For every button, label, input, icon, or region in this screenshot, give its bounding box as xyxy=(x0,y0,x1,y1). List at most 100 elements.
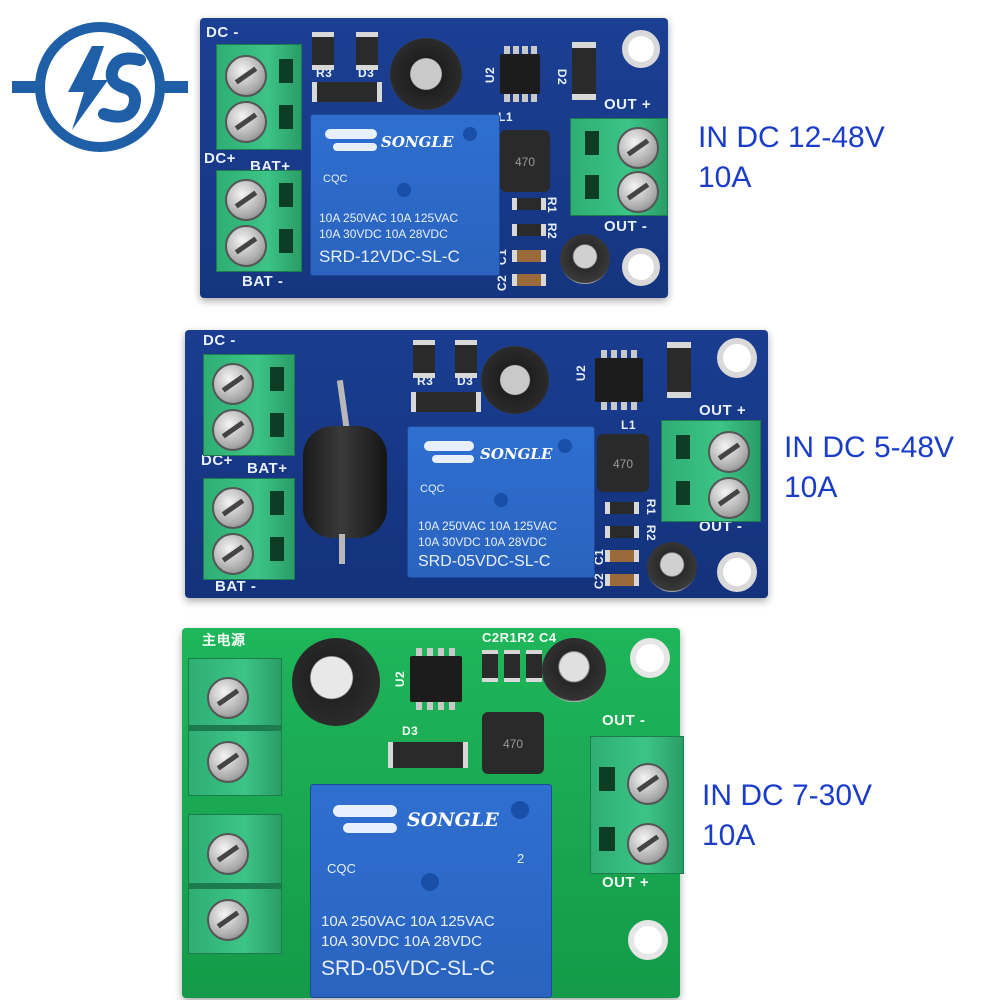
capacitor-output xyxy=(560,234,610,284)
relay-model: SRD-05VDC-SL-C xyxy=(418,553,551,570)
label-bat-minus: BAT - xyxy=(215,578,257,595)
wire-slot xyxy=(270,413,284,437)
resistor-r2 xyxy=(512,224,546,236)
spec-top: IN DC 12-48V 10A xyxy=(698,118,885,198)
label-dc-minus: DC - xyxy=(206,24,239,41)
relay-board-middle: DC - DC+ BAT+ BAT - OUT + OUT - R3 D3 U2… xyxy=(185,330,768,598)
relay-dot xyxy=(463,127,477,141)
wire-slot xyxy=(599,767,615,791)
screw-icon xyxy=(212,409,254,451)
screw-icon xyxy=(212,533,254,575)
relay-cqc: CQC xyxy=(327,861,356,876)
screw-icon xyxy=(225,101,267,143)
label-out-minus: OUT - xyxy=(699,518,743,535)
terminal-block-out[interactable] xyxy=(661,420,761,522)
resistor-r2 xyxy=(605,526,639,538)
relay-brand: SONGLE xyxy=(381,133,454,151)
relay-model: SRD-12VDC-SL-C xyxy=(319,247,460,266)
diode-d2 xyxy=(572,42,596,100)
inductor-l1: 470 xyxy=(500,130,550,192)
label-d3: D3 xyxy=(402,724,419,738)
wire-slot xyxy=(270,537,284,561)
label-c2: C2 xyxy=(495,274,510,292)
screw-icon xyxy=(225,179,267,221)
label-u2: U2 xyxy=(483,66,498,84)
relay-dot xyxy=(421,873,439,891)
relay-brand: SONGLE xyxy=(480,445,553,463)
diode-d3 xyxy=(312,82,382,102)
diode-d2 xyxy=(667,342,691,398)
capacitor-c2 xyxy=(512,274,546,286)
label-out-plus: OUT + xyxy=(602,874,650,891)
label-out-minus: OUT - xyxy=(604,218,648,235)
terminal-block-bat[interactable] xyxy=(188,814,282,954)
terminal-block-bat[interactable] xyxy=(203,478,295,580)
inductor-l1: 470 xyxy=(597,434,649,492)
mounting-hole xyxy=(717,552,757,592)
relay-board-bottom: 主电源 C2R1R2 C4 OUT - OUT + D3 U2 470 SONG… xyxy=(182,628,684,998)
mounting-hole xyxy=(628,920,668,960)
wire-slot xyxy=(270,367,284,391)
screw-icon xyxy=(708,477,750,519)
capacitor-output xyxy=(542,638,606,702)
inductor-marking: 470 xyxy=(514,154,536,169)
screw-icon xyxy=(212,363,254,405)
label-r2: R2 xyxy=(644,524,659,542)
spec-current: 10A xyxy=(698,161,752,194)
terminal-block-main[interactable] xyxy=(188,658,282,796)
mounting-hole xyxy=(630,638,670,678)
screw-icon xyxy=(207,833,249,875)
resistor-r3 xyxy=(312,32,334,70)
relay-board-top: DC - DC+ BAT+ BAT - OUT + OUT - R3 D3 U2… xyxy=(200,18,668,298)
label-out-plus: OUT + xyxy=(604,96,652,113)
screw-icon xyxy=(627,823,669,865)
capacitor-output xyxy=(647,542,697,592)
resistor-r1 xyxy=(512,198,546,210)
relay: SONGLE CQC 10A 250VAC 10A 125VAC 10A 30V… xyxy=(310,114,500,276)
relay-rating-line2: 10A 30VDC 10A 28VDC xyxy=(319,227,448,241)
screw-icon xyxy=(207,741,249,783)
wire-slot xyxy=(676,481,690,505)
terminal-block-out[interactable] xyxy=(590,736,684,874)
label-out-plus: OUT + xyxy=(699,402,747,419)
relay-dot xyxy=(511,801,529,819)
relay-dot xyxy=(494,493,508,507)
inductor-marking: 470 xyxy=(612,457,634,472)
label-dc-plus: DC+ xyxy=(201,452,233,469)
terminal-block-out[interactable] xyxy=(570,118,668,216)
label-dc-minus: DC - xyxy=(203,332,236,349)
terminal-block-bat[interactable] xyxy=(216,170,302,272)
inductor-l1: 470 xyxy=(482,712,544,774)
label-l1: L1 xyxy=(498,110,514,124)
terminal-block-dc[interactable] xyxy=(216,44,302,150)
diode-lead xyxy=(339,534,345,564)
label-d2: D2 xyxy=(555,68,570,86)
relay-rating-line2: 10A 30VDC 10A 28VDC xyxy=(321,933,482,950)
label-dc-plus: DC+ xyxy=(204,150,236,167)
relay-cqc: CQC xyxy=(323,173,348,185)
resistor-r3 xyxy=(413,340,435,378)
screw-icon xyxy=(225,225,267,267)
led-d3 xyxy=(356,32,378,70)
spec-bottom: IN DC 7-30V 10A xyxy=(702,776,872,856)
label-out-minus: OUT - xyxy=(602,712,646,729)
spec-voltage: IN DC 7-30V xyxy=(702,779,873,812)
label-bat-minus: BAT - xyxy=(242,273,284,290)
diode-d3 xyxy=(388,742,468,768)
resistor-r1 xyxy=(605,502,639,514)
mounting-hole xyxy=(717,338,757,378)
terminal-block-dc[interactable] xyxy=(203,354,295,456)
label-r1: R1 xyxy=(545,196,560,214)
smd-part xyxy=(482,650,498,682)
label-r2: R2 xyxy=(545,222,560,240)
relay-rating-line1: 10A 250VAC 10A 125VAC xyxy=(321,913,495,930)
relay-rating-line1: 10A 250VAC 10A 125VAC xyxy=(319,211,458,225)
wire-slot xyxy=(599,827,615,851)
relay: SONGLE CQC 10A 250VAC 10A 125VAC 10A 30V… xyxy=(407,426,595,578)
relay: SONGLE CQC 2 10A 250VAC 10A 125VAC 10A 3… xyxy=(310,784,552,998)
wire-slot xyxy=(585,175,599,199)
spec-current: 10A xyxy=(702,819,756,852)
relay-brand: SONGLE xyxy=(407,809,499,831)
wire-slot xyxy=(279,183,293,207)
smd-part xyxy=(526,650,542,682)
